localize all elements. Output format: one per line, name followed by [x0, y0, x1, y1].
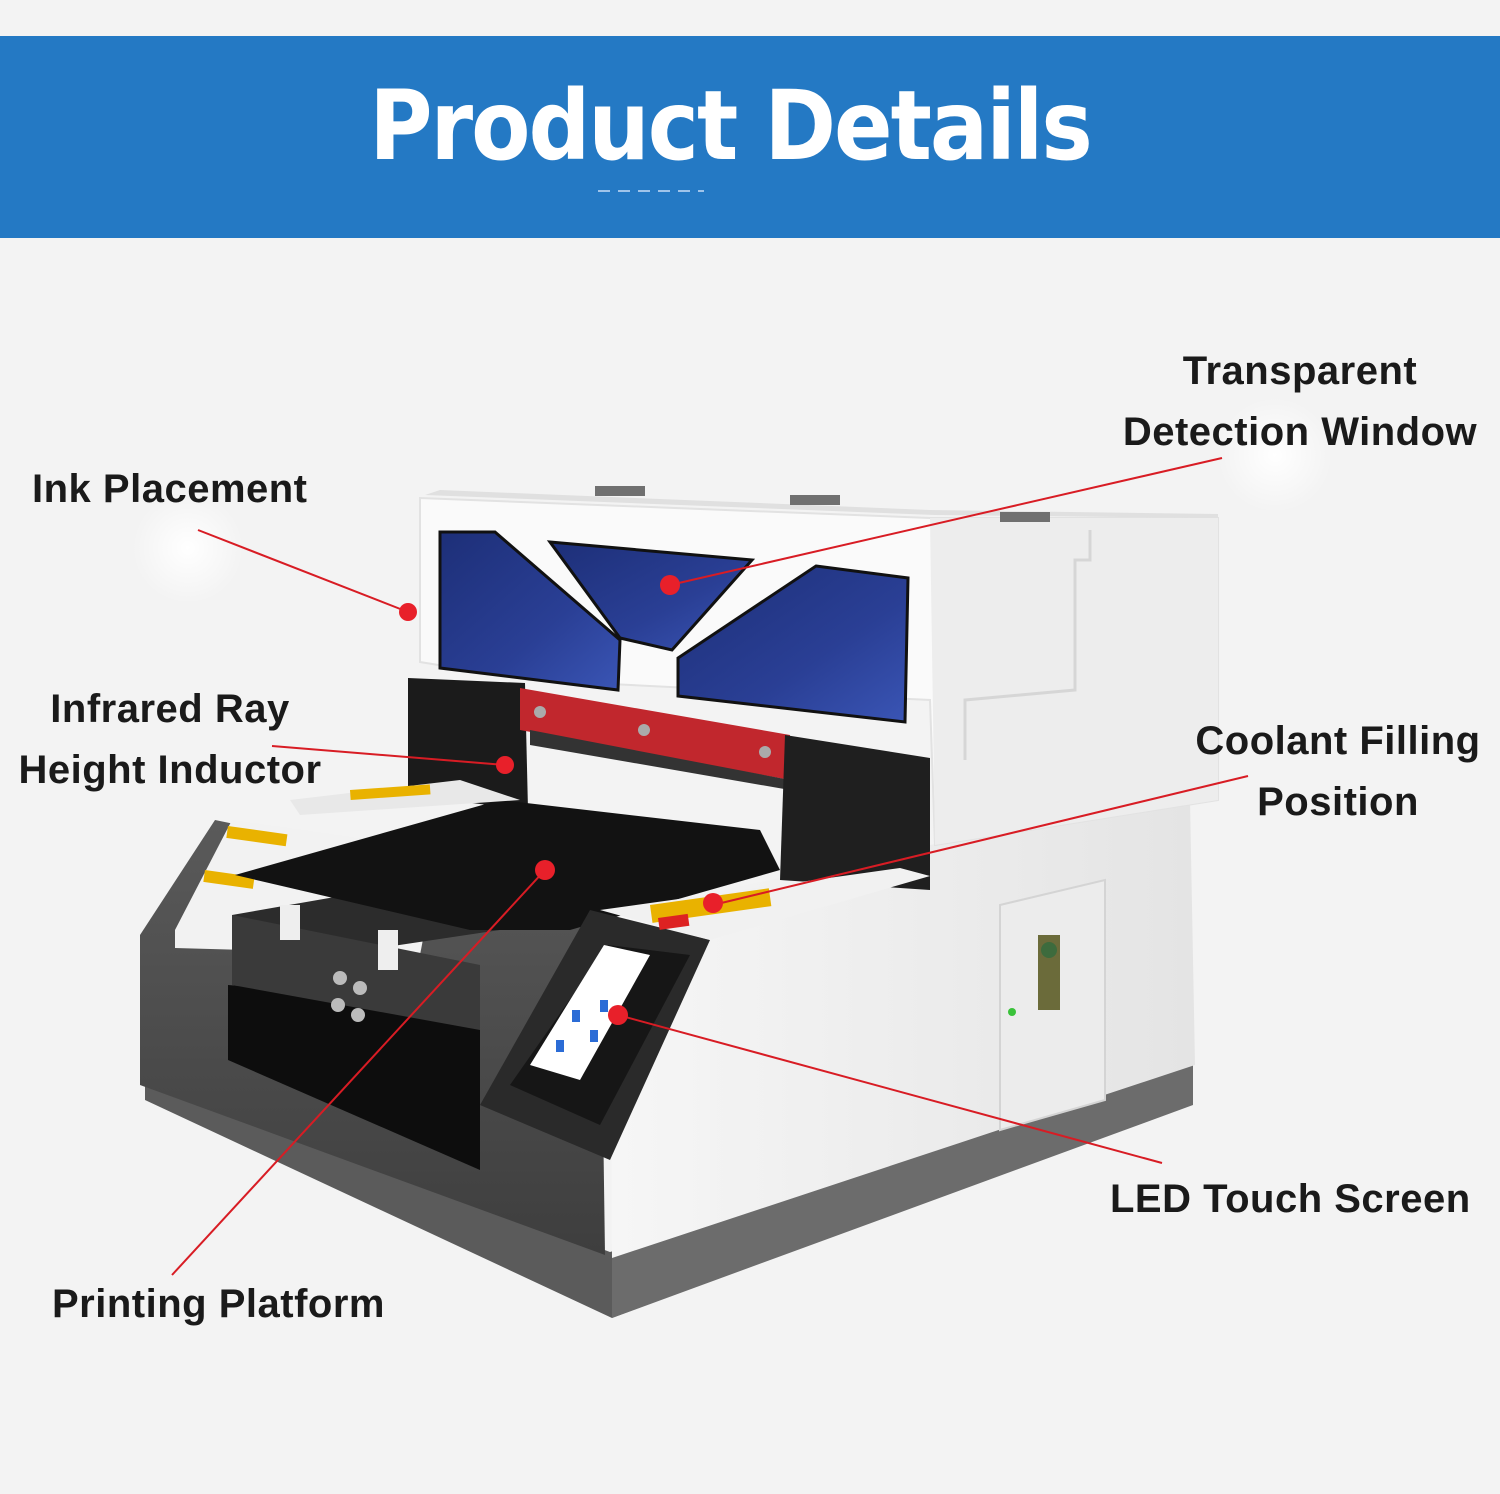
- carriage-left: [408, 678, 528, 810]
- callout-dot: [608, 1005, 628, 1025]
- glow-spot: [132, 492, 244, 604]
- caution-sticker: [203, 869, 255, 889]
- screw: [638, 724, 650, 736]
- callout-line-platform: [171, 869, 546, 1276]
- clamp: [280, 905, 300, 940]
- platform-label: [290, 780, 520, 815]
- callout-dot: [399, 603, 417, 621]
- window-right: [676, 564, 910, 724]
- callout-dot: [535, 860, 555, 880]
- glow-spot: [1217, 397, 1333, 513]
- callout-line-coolant: [712, 775, 1249, 906]
- caution-sticker: [349, 784, 431, 800]
- label-line: Detection Window: [1122, 410, 1478, 454]
- callout-line-ink: [197, 529, 409, 613]
- label-line: Position: [1257, 780, 1419, 824]
- hinge: [1000, 512, 1050, 522]
- label-line: Height Inductor: [18, 748, 322, 792]
- screen-icon: [556, 1040, 564, 1052]
- label-ink-placement: Ink Placement: [32, 467, 308, 511]
- printing-platform: [235, 800, 780, 930]
- drawer-button: [351, 1008, 365, 1022]
- carriage-rail: [530, 730, 790, 790]
- callout-line-window: [669, 457, 1223, 586]
- label-line: Infrared Ray: [50, 687, 290, 731]
- callout-dot: [496, 756, 514, 774]
- window-center: [546, 540, 756, 652]
- label-transparent-window: Transparent Detection Window: [1110, 341, 1490, 463]
- top-edge: [425, 490, 1218, 518]
- carriage-right: [780, 735, 930, 890]
- screen-icon: [590, 1030, 598, 1042]
- coolant-cap: [658, 913, 690, 930]
- hinge: [790, 495, 840, 505]
- label-line: Coolant Filling: [1195, 719, 1481, 763]
- callout-dot: [703, 893, 723, 913]
- title-underline: [598, 190, 704, 192]
- callout-dot: [660, 575, 680, 595]
- base-plate-side: [612, 1065, 1193, 1318]
- drawer-button: [331, 998, 345, 1012]
- power-led: [1008, 1008, 1016, 1016]
- label-coolant-filling: Coolant Filling Position: [1188, 711, 1488, 833]
- sticker-logo: [1041, 942, 1057, 958]
- screen-icon: [600, 1000, 608, 1012]
- callout-line-led: [617, 1014, 1163, 1164]
- callout-line-infrared: [271, 745, 506, 766]
- label-infrared-ray: Infrared Ray Height Inductor: [10, 679, 330, 801]
- label-led-touch-screen: LED Touch Screen: [1110, 1177, 1471, 1221]
- screen-icon: [572, 1010, 580, 1022]
- label-line: Transparent: [1182, 349, 1418, 393]
- drawer-button: [333, 971, 347, 985]
- page-title: Product Details: [369, 70, 1093, 182]
- clamp: [378, 930, 398, 970]
- panel-seam: [963, 530, 1092, 760]
- label-printing-platform: Printing Platform: [52, 1282, 385, 1326]
- window-left: [438, 530, 622, 692]
- carriage-red-bar: [520, 688, 790, 780]
- header-banner: [0, 36, 1500, 238]
- drawer-button: [353, 981, 367, 995]
- caution-sticker: [226, 826, 288, 847]
- screw: [534, 706, 546, 718]
- screw: [759, 746, 771, 758]
- drawer-front: [232, 915, 480, 1030]
- hinge: [595, 486, 645, 496]
